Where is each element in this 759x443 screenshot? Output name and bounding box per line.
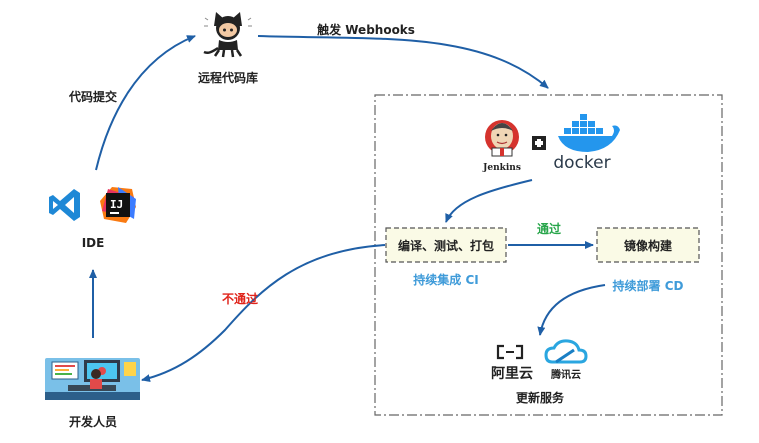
- ci-label: 持续集成 CI: [413, 272, 478, 287]
- remote-repo-label: 远程代码库: [198, 70, 258, 85]
- aliyun-icon: [496, 344, 524, 360]
- cd-stage-box: [596, 227, 700, 263]
- update-service-label: 更新服务: [516, 390, 565, 405]
- octocat-icon: [203, 12, 252, 58]
- build-test-pack-label: 编译、测试、打包: [397, 238, 494, 253]
- ci-stage-box: [385, 227, 507, 263]
- cd-to-service-arrow: [537, 284, 606, 336]
- ide-label: IDE: [82, 236, 105, 250]
- intellij-text: IJ: [110, 198, 123, 211]
- jenkins-to-ci-arrow: [445, 179, 533, 223]
- tencent-label: 腾讯云: [550, 368, 581, 381]
- tencent-cloud-icon: [544, 339, 588, 364]
- fail-label: 不通过: [222, 291, 258, 306]
- docker-whale-icon: [558, 114, 620, 152]
- cd-label: 持续部署 CD: [613, 278, 684, 293]
- developer-desk-icon: [45, 358, 140, 400]
- webhook-label: 触发 Webhooks: [317, 22, 415, 37]
- image-build-label: 镜像构建: [624, 238, 673, 253]
- vscode-icon: [49, 189, 80, 221]
- webhook-arrow: [257, 35, 549, 89]
- plus-icon: [532, 136, 546, 150]
- commit-arrow: [95, 35, 196, 171]
- jenkins-label: Jenkins: [482, 163, 521, 173]
- pass-label: 通过: [537, 221, 561, 236]
- pipeline-boundary: [374, 94, 723, 416]
- fail-arrow: [141, 244, 386, 382]
- jenkins-icon: [485, 120, 519, 157]
- commit-label: 代码提交: [68, 89, 117, 104]
- aliyun-label: 阿里云: [491, 366, 533, 382]
- docker-label: docker: [553, 153, 610, 173]
- intellij-icon: IJ: [100, 187, 136, 223]
- developer-label: 开发人员: [69, 414, 117, 429]
